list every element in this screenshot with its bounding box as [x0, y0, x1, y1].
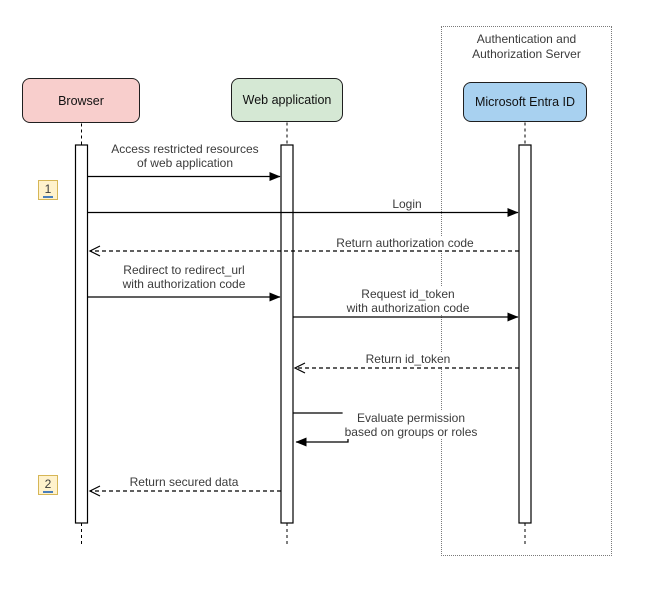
actor-browser-label: Browser	[58, 93, 104, 108]
activation-bar-web-application	[280, 144, 294, 524]
step-badge-1: 1	[38, 180, 58, 200]
message-arrows	[88, 172, 519, 497]
lifelines	[81, 122, 526, 546]
activation-bar-entra	[518, 144, 532, 524]
message-label-request-id-token: Request id_token with authorization code	[344, 287, 472, 315]
auth-server-frame-title: Authentication and Authorization Server	[472, 32, 581, 61]
message-label-return-id-token: Return id_token	[363, 352, 453, 366]
activation-bars	[74, 144, 532, 524]
message-label-evaluate-permission: Evaluate permission based on groups or r…	[342, 411, 480, 439]
actor-web-application: Web application	[231, 78, 343, 122]
message-label-login: Login	[390, 197, 424, 211]
actor-web-application-label: Web application	[242, 93, 332, 107]
activation-bar-browser	[74, 144, 89, 524]
message-label-redirect-to-redirect-url: Redirect to redirect_url with authorizat…	[120, 263, 248, 291]
message-label-access-restricted-resources: Access restricted resources of web appli…	[109, 142, 261, 170]
actor-browser: Browser	[22, 78, 140, 123]
actor-microsoft-entra-id-label: Microsoft Entra ID	[474, 95, 576, 109]
message-label-return-secured-data: Return secured data	[127, 475, 241, 489]
actor-microsoft-entra-id: Microsoft Entra ID	[463, 82, 587, 122]
step-badge-2: 2	[38, 475, 58, 495]
arrow-self-loop-evaluate-permission	[293, 412, 349, 447]
step-badge-1-label: 1	[42, 181, 54, 198]
step-badge-2-label: 2	[42, 476, 54, 493]
message-label-return-authorization-code: Return authorization code	[334, 236, 476, 250]
